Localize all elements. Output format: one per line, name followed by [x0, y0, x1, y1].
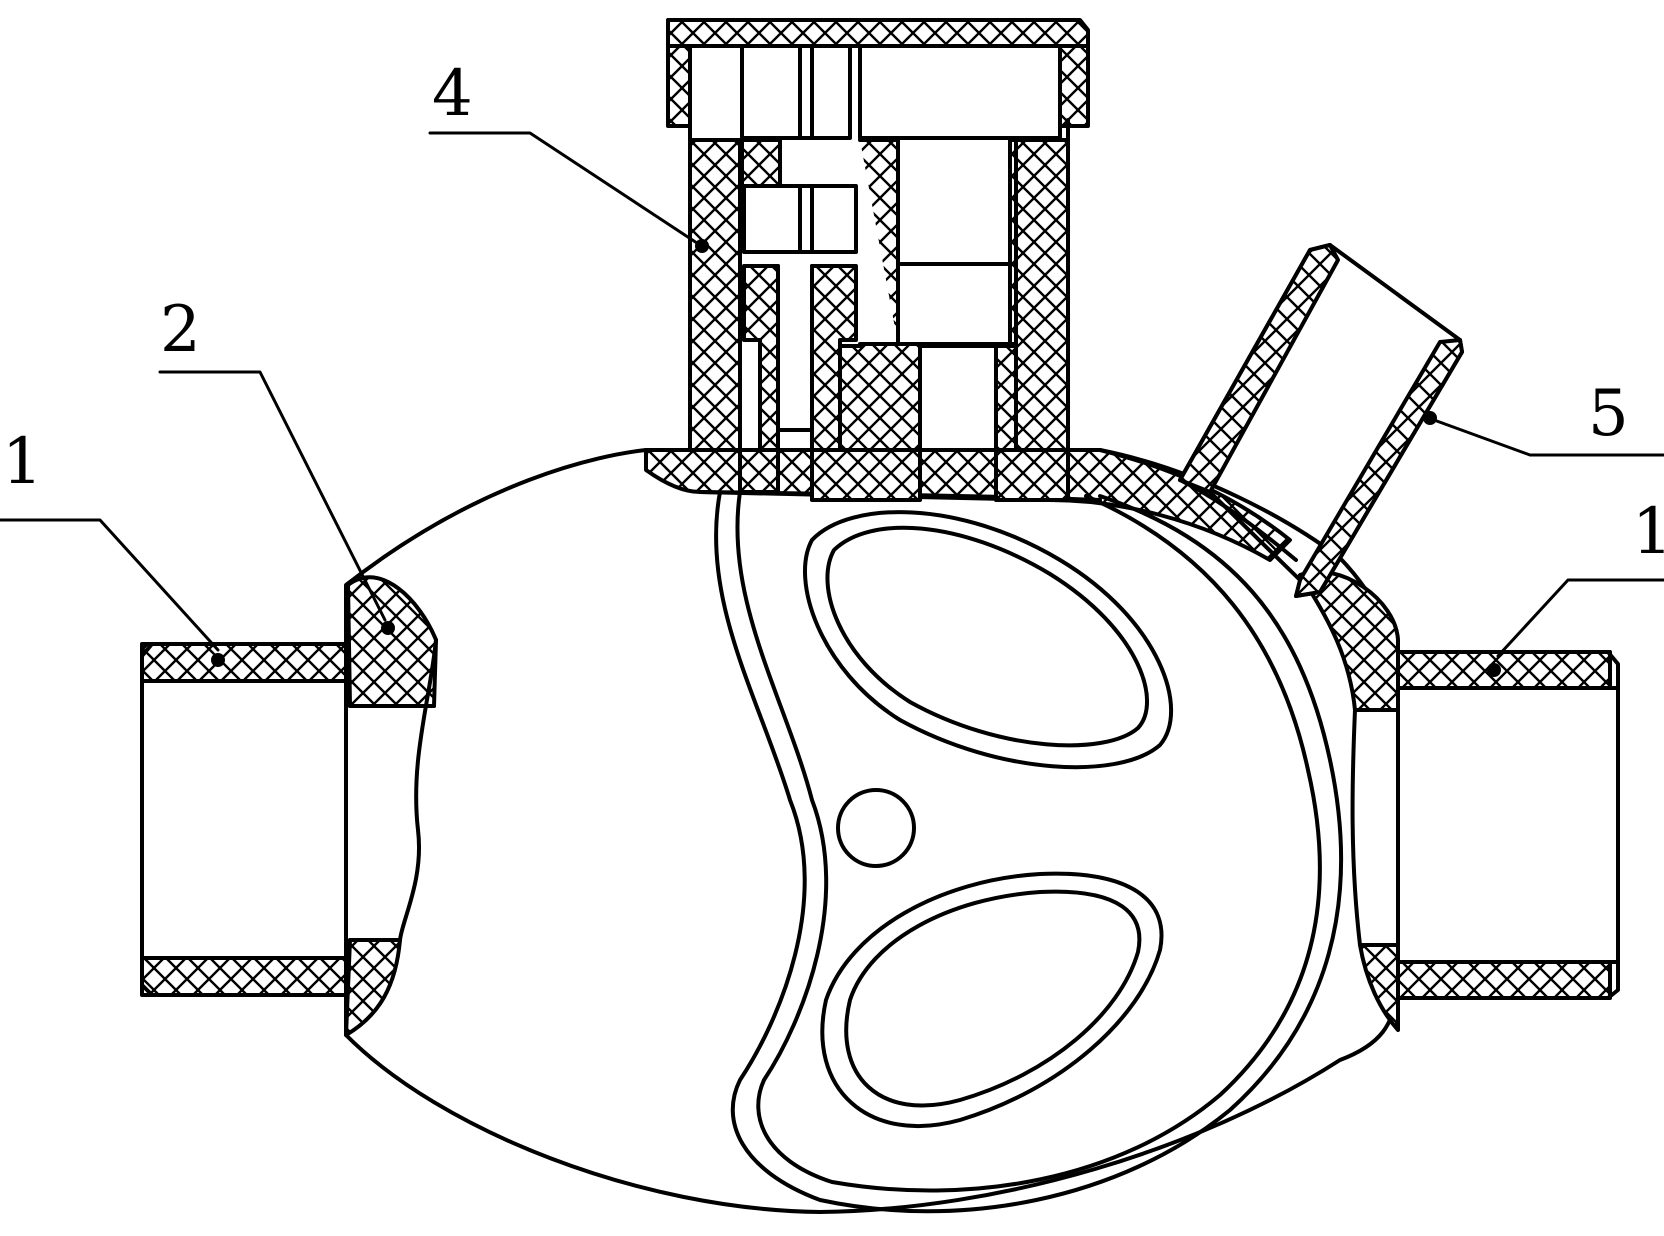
rotor-inner: [735, 490, 1322, 1193]
part-label-5: 5: [1588, 377, 1629, 451]
part-2-inner-boundary: [398, 638, 438, 942]
part-1-left-outline: [140, 642, 348, 997]
part-4-cap-rim-left: [666, 44, 692, 128]
part-label-2: 2: [160, 293, 201, 367]
leader-dot-4: [695, 239, 709, 253]
part-5-port-wall-lower: [1294, 338, 1464, 598]
leader-dot-1-left: [211, 653, 225, 667]
leader-2: [158, 370, 387, 622]
part-1-right-wall-top: [1396, 650, 1612, 690]
part-4-inner-post-lower: [896, 262, 1018, 346]
vane-upper-inner: [825, 525, 1149, 748]
body-right-ring-bottom: [1358, 943, 1400, 1032]
vane-lower-outer: [820, 871, 1164, 1129]
part-4-base-band: [738, 448, 1070, 502]
part-4-shell-left: [688, 138, 742, 452]
part-4-inner-post: [896, 136, 1018, 266]
leader-4: [428, 131, 702, 247]
vane-lower-inner: [844, 889, 1142, 1108]
part-4-upper-block-left: [740, 44, 852, 140]
rotor-outer: [714, 490, 1344, 1214]
leader-5: [1432, 418, 1664, 457]
part-label-4: 4: [432, 57, 473, 131]
leader-1-right: [1496, 578, 1664, 658]
part-label-1-left: 1: [2, 425, 43, 499]
part-2-ring-top: [346, 575, 438, 708]
part-4-cap-rim-right: [1058, 44, 1090, 128]
leader-dot-2: [381, 621, 395, 635]
part-4-outline: [688, 118, 1070, 452]
part-4-base-right: [918, 344, 998, 452]
part-5-port-base: [1178, 478, 1298, 562]
leader-dot-5: [1423, 411, 1437, 425]
part-4-channel: [776, 428, 814, 452]
part-4-base-right-hatch: [994, 344, 1018, 452]
part-5-port-wall-upper: [1178, 243, 1340, 494]
part-2-ring-bottom: [344, 938, 402, 1037]
body-right-ring-top: [1298, 569, 1400, 712]
part-1-right-wall-bottom: [1396, 960, 1612, 1000]
part-1-left-wall-top: [140, 642, 348, 683]
body-right-inner-boundary: [1350, 708, 1362, 947]
part-1-right-outline: [1396, 650, 1620, 1000]
part-4-lower-left-insert: [742, 264, 780, 452]
leader-1-left: [0, 518, 220, 652]
vane-upper-outer: [803, 510, 1174, 770]
part-label-1-right: 1: [1632, 495, 1664, 569]
part-4-upper-block-right: [858, 44, 1062, 140]
leader-dot-1-right: [1487, 663, 1501, 677]
part-4-left-insert: [740, 138, 782, 188]
part-1-left-wall-bottom: [140, 956, 348, 997]
part-4-shell-right: [1008, 138, 1070, 452]
hub-hole: [836, 788, 916, 868]
part-4-cap-top: [666, 18, 1090, 122]
